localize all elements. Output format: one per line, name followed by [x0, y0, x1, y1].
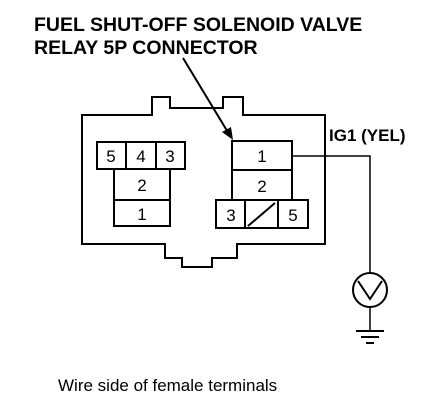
title-line-1: FUEL SHUT-OFF SOLENOID VALVE	[34, 14, 362, 36]
left-lower-block	[113, 168, 171, 227]
leader-arrow	[182, 57, 233, 140]
pin-1-left: 1	[137, 205, 146, 224]
title-line-2: RELAY 5P CONNECTOR	[34, 37, 258, 59]
ground-icon	[356, 307, 384, 344]
pin-5-right: 5	[288, 206, 297, 225]
pin-4-left: 4	[136, 147, 145, 166]
right-connector: 1 2 3 5	[215, 140, 309, 229]
unused-pin-slash	[247, 202, 276, 227]
left-connector: 5 4 3 2 1	[96, 141, 186, 227]
caption: Wire side of female terminals	[58, 376, 277, 395]
pin-2-left: 2	[137, 176, 146, 195]
pin-3-left: 3	[165, 147, 174, 166]
pin-3-right: 3	[226, 206, 235, 225]
pin-5-left: 5	[106, 147, 115, 166]
pin-1-right: 1	[257, 147, 266, 166]
connector-housing	[81, 96, 326, 268]
wire-label-ig1: IG1 (YEL)	[329, 126, 406, 145]
pin-2-right: 2	[257, 177, 266, 196]
test-wire	[292, 155, 371, 273]
voltmeter-icon	[352, 272, 388, 308]
